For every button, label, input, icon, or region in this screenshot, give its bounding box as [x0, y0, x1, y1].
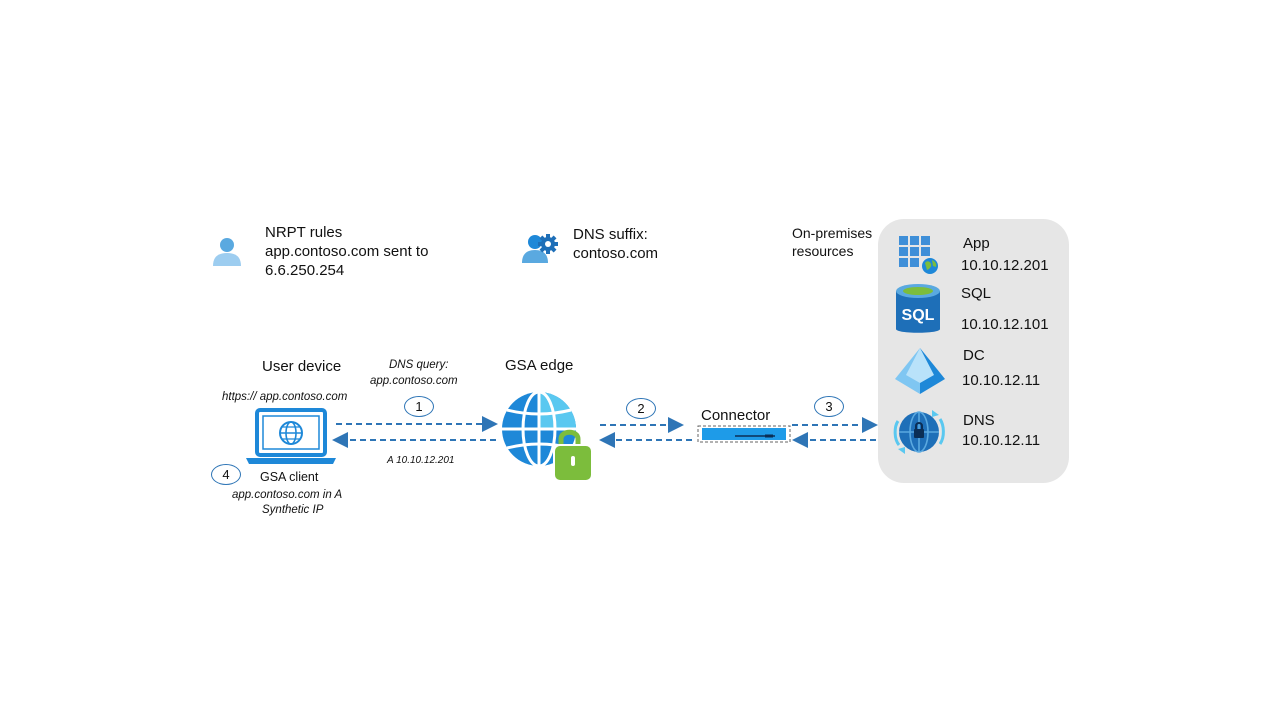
dns-suffix-value: contoso.com: [573, 245, 659, 262]
gsa-edge-title: GSA edge: [505, 357, 574, 374]
sql-badge-text: SQL: [902, 307, 935, 324]
dns-answer-label: A 10.10.12.201: [387, 455, 455, 466]
step-2-badge: 2: [626, 398, 656, 419]
connector-device-icon: [697, 425, 791, 443]
resource-app-ip: 10.10.12.201: [961, 257, 1049, 274]
globe-lock-icon: [502, 390, 593, 482]
resource-dns-name: DNS: [963, 412, 995, 429]
step-3-badge: 3: [814, 396, 844, 417]
dns-query-host: app.contoso.com: [370, 375, 458, 387]
connector-title: Connector: [701, 407, 771, 424]
resource-dns-ip: 10.10.12.11: [962, 432, 1041, 449]
dns-suffix-title: DNS suffix:: [573, 226, 648, 243]
laptop-globe-icon: [246, 408, 336, 464]
directory-pyramid-icon: [895, 348, 945, 394]
gsa-client-label: GSA client: [260, 470, 319, 484]
resource-sql-name: SQL: [961, 285, 992, 302]
resource-sql-ip: 10.10.12.101: [961, 316, 1049, 333]
nrpt-rule: app.contoso.com sent to: [265, 243, 429, 260]
user-icon: [213, 238, 241, 266]
step-1-badge: 1: [404, 396, 434, 417]
resource-dc-name: DC: [963, 347, 985, 364]
user-settings-icon: [522, 234, 558, 263]
synthetic-note-line1: app.contoso.com in A: [232, 489, 343, 501]
nrpt-target: 6.6.250.254: [265, 262, 345, 279]
nrpt-title: NRPT rules: [265, 224, 343, 241]
user-device-title: User device: [262, 358, 342, 375]
onprem-label-line1: On-premises: [792, 225, 873, 241]
onprem-label-line2: resources: [792, 243, 854, 259]
app-grid-globe-icon: [899, 236, 938, 274]
user-device-url: https:// app.contoso.com: [222, 391, 348, 403]
dns-globe-icon: [893, 410, 945, 454]
resource-dc-ip: 10.10.12.11: [962, 372, 1041, 389]
sql-database-icon: SQL: [896, 284, 940, 333]
dns-query-label: DNS query:: [389, 359, 449, 371]
synthetic-note-line2: Synthetic IP: [262, 504, 324, 516]
step-4-badge: 4: [211, 464, 241, 485]
resource-app-name: App: [963, 235, 990, 252]
